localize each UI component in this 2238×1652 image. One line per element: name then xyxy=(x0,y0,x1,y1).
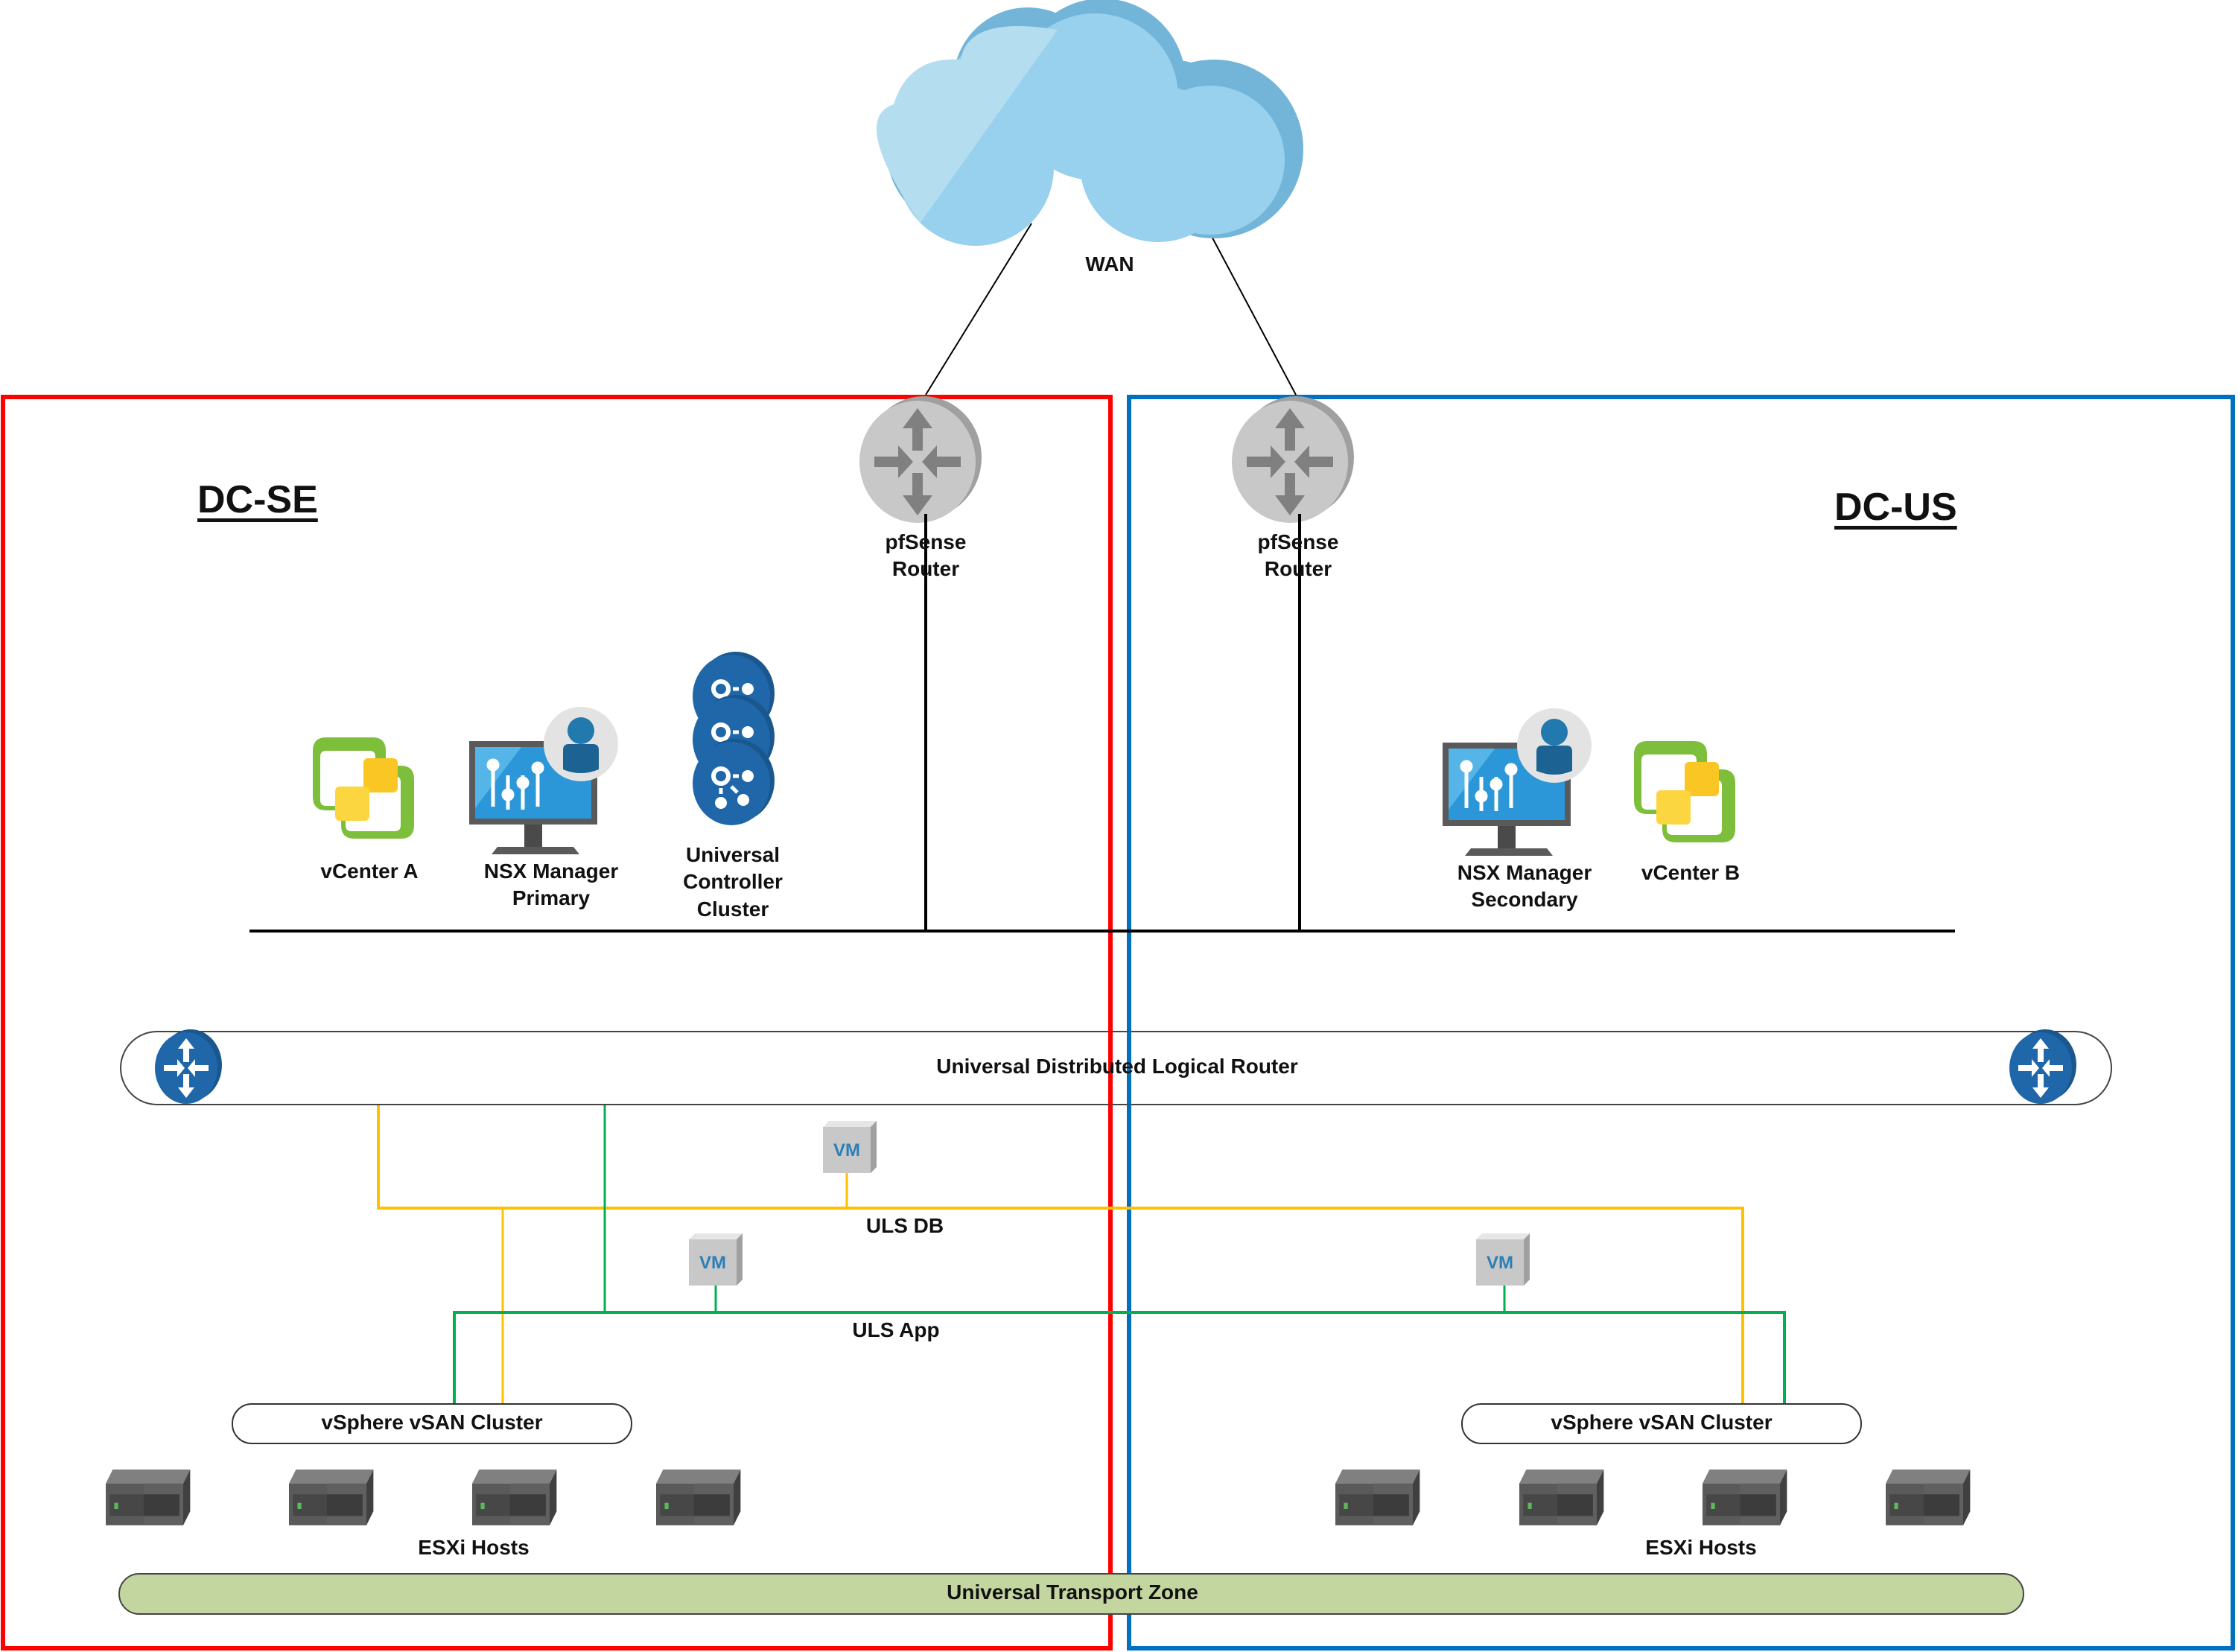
site-label-dc-se: DC-SE xyxy=(197,478,318,521)
nsx-primary-line2: Primary xyxy=(512,886,591,910)
esxi-host-icon xyxy=(1703,1470,1787,1525)
site-label-dc-us: DC-US xyxy=(1834,486,1957,529)
vcenter-b-icon xyxy=(1634,741,1735,842)
site-box-dc-se xyxy=(1,395,1113,1651)
vsan-cluster-se xyxy=(232,1403,632,1444)
vsan-cluster-se-label: vSphere vSAN Cluster xyxy=(321,1411,543,1434)
transport-zone-bar xyxy=(118,1573,2024,1615)
uls-app-label: ULS App xyxy=(852,1318,940,1341)
router-icon xyxy=(1232,396,1354,523)
cloud-icon xyxy=(876,0,1303,246)
router-label-us: pfSense Router xyxy=(1258,529,1339,583)
esxi-host-icon xyxy=(1335,1470,1420,1525)
wan-link-dc-us xyxy=(1208,230,1297,395)
uls-app-segment xyxy=(453,1105,1786,1404)
router-label-se: pfSense Router xyxy=(886,529,967,583)
router-label-line2: Router xyxy=(1264,557,1332,581)
vm-label: VM xyxy=(1487,1253,1513,1273)
vcenter-a-label: vCenter A xyxy=(320,860,419,883)
nsx-manager-primary-icon xyxy=(469,707,618,854)
controller-line1: Universal xyxy=(685,843,781,866)
esxi-host-icon xyxy=(289,1470,374,1525)
nsx-secondary-label: NSX Manager Secondary xyxy=(1457,860,1592,914)
nsx-secondary-line2: Secondary xyxy=(1471,888,1578,912)
transport-zone-label: Universal Transport Zone xyxy=(947,1580,1198,1604)
esxi-hosts-se-label: ESXi Hosts xyxy=(418,1536,530,1559)
wan-label: WAN xyxy=(1085,252,1134,276)
router-label-line1: pfSense xyxy=(885,530,967,553)
site-box-dc-us xyxy=(1127,395,2235,1651)
vcenter-b-label: vCenter B xyxy=(1641,861,1741,884)
router-label-line2: Router xyxy=(891,557,960,581)
controller-cluster-icon xyxy=(693,652,775,825)
esxi-host-icon xyxy=(472,1470,557,1525)
nsx-secondary-line1: NSX Manager xyxy=(1457,861,1592,884)
esxi-host-icon xyxy=(656,1470,741,1525)
controller-line3: Cluster xyxy=(696,897,769,921)
controller-line2: Controller xyxy=(683,870,783,894)
vcenter-a-icon xyxy=(313,737,414,839)
vsan-cluster-us-label: vSphere vSAN Cluster xyxy=(1551,1411,1773,1434)
udlr-label: Universal Distributed Logical Router xyxy=(936,1055,1298,1078)
udlr-bar xyxy=(120,1031,2112,1105)
uls-db-label: ULS DB xyxy=(865,1214,944,1237)
router-icon xyxy=(859,396,982,523)
router-label-line1: pfSense xyxy=(1257,530,1339,553)
wan-link-dc-se xyxy=(925,223,1032,395)
vm-label: VM xyxy=(833,1140,860,1160)
nsx-primary-line1: NSX Manager xyxy=(483,860,619,883)
vm-label: VM xyxy=(699,1253,726,1273)
esxi-host-icon xyxy=(106,1470,191,1525)
esxi-host-icon xyxy=(1519,1470,1604,1525)
uls-db-segment xyxy=(377,1105,1744,1404)
nsx-manager-secondary-icon xyxy=(1443,708,1592,856)
vsan-cluster-us xyxy=(1461,1403,1862,1444)
esxi-hosts-us-label: ESXi Hosts xyxy=(1645,1536,1757,1559)
nsx-primary-label: NSX Manager Primary xyxy=(484,858,619,912)
controller-cluster-label: Universal Controller Cluster xyxy=(683,842,783,923)
esxi-host-icon xyxy=(1886,1470,1971,1525)
